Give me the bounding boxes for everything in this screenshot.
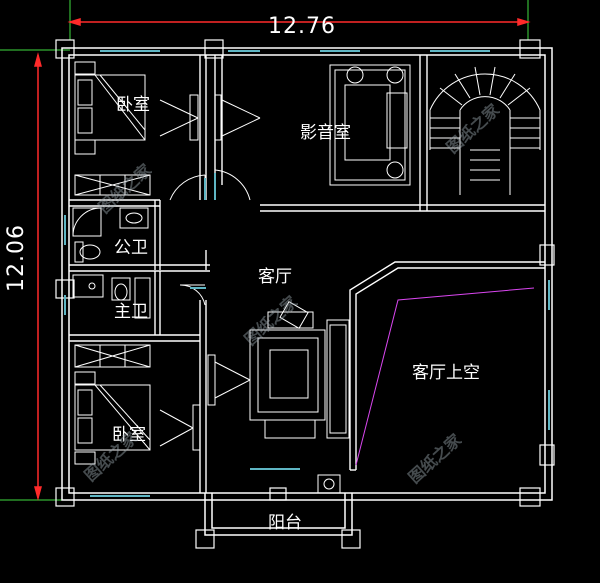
public-bath-fixtures xyxy=(72,207,149,263)
dimension-extension-lines xyxy=(0,0,529,501)
windows xyxy=(64,50,550,497)
bed-bottom xyxy=(74,371,151,465)
balcony-fixtures xyxy=(317,474,341,494)
void-boundary xyxy=(349,261,545,471)
wardrobe-top xyxy=(74,174,151,196)
height-dimension-line xyxy=(34,52,42,501)
wardrobe-bottom xyxy=(74,344,151,368)
doors xyxy=(169,169,251,306)
exterior-walls xyxy=(61,47,553,536)
master-bath-fixtures xyxy=(72,274,151,319)
interior-walls xyxy=(69,55,545,493)
room-label-media-room: 影音室 xyxy=(300,123,351,143)
width-dimension-line xyxy=(67,17,531,27)
room-label-living-void: 客厅上空 xyxy=(412,363,480,383)
room-label-public-bath: 公卫 xyxy=(114,238,148,258)
media-sofa xyxy=(329,64,411,186)
width-dimension-label: 12.76 xyxy=(268,14,336,39)
columns xyxy=(55,39,555,549)
height-dimension-label: 12.06 xyxy=(4,224,29,292)
living-tv-cabinet xyxy=(207,354,251,406)
media-screen xyxy=(214,94,261,141)
spiral-stair xyxy=(429,66,541,195)
tv-cabinet-top xyxy=(159,94,199,141)
room-label-bedroom-top: 卧室 xyxy=(116,95,150,115)
room-label-balcony: 阳台 xyxy=(268,513,302,533)
bed-top xyxy=(74,61,146,155)
door-accents xyxy=(190,173,216,289)
room-label-bedroom-bottom: 卧室 xyxy=(112,425,146,445)
room-label-master-bath: 主卫 xyxy=(114,302,148,322)
living-sofa-set xyxy=(249,301,350,439)
void-diagonal xyxy=(355,287,535,466)
tv-cabinet-bottom xyxy=(159,404,201,451)
room-label-living-room: 客厅 xyxy=(258,267,292,287)
